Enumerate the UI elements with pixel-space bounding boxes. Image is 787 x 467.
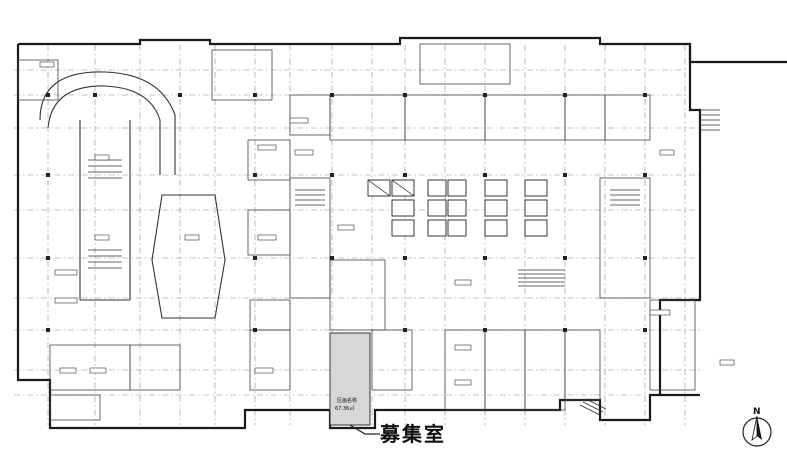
callout-label: 募集室 <box>380 422 446 446</box>
room-partitions <box>17 43 696 421</box>
room-label-boxes <box>39 61 735 386</box>
highlighted-room[interactable] <box>329 332 371 426</box>
highlighted-room-area: 67.36㎡ <box>335 406 355 412</box>
structural-columns <box>46 93 647 332</box>
callout-leader-line <box>349 424 380 435</box>
elevator-core <box>367 179 548 237</box>
stairs-hatching <box>295 109 720 416</box>
central-void <box>151 194 226 319</box>
north-arrow: N <box>742 407 772 447</box>
atrium-curve <box>39 71 176 301</box>
north-label: N <box>753 407 761 417</box>
highlighted-room-name: 区画名称 <box>337 398 358 404</box>
escalator-left <box>88 159 122 269</box>
